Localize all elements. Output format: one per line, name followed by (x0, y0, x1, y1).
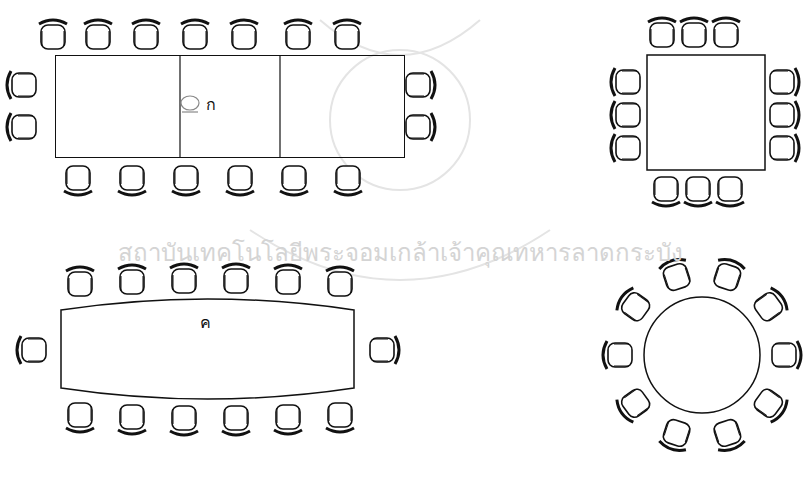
chair-group (17, 264, 399, 435)
chair-group (603, 257, 801, 454)
boat-table: ค (60, 298, 355, 400)
chair-group (611, 18, 799, 206)
table-label: ค (200, 314, 211, 332)
square-table (647, 55, 765, 170)
table-outline-path (61, 299, 354, 399)
chair-group (7, 20, 435, 195)
table-divider (180, 55, 280, 158)
round-table (644, 297, 760, 413)
table-ornament (181, 96, 199, 112)
table-label: ก (206, 96, 216, 114)
watermark: สถาบันเทคโนโลยีพระจอมเกล้าเจ้าคุณทหารลาด… (118, 233, 683, 272)
meeting-table: ก (55, 55, 405, 158)
